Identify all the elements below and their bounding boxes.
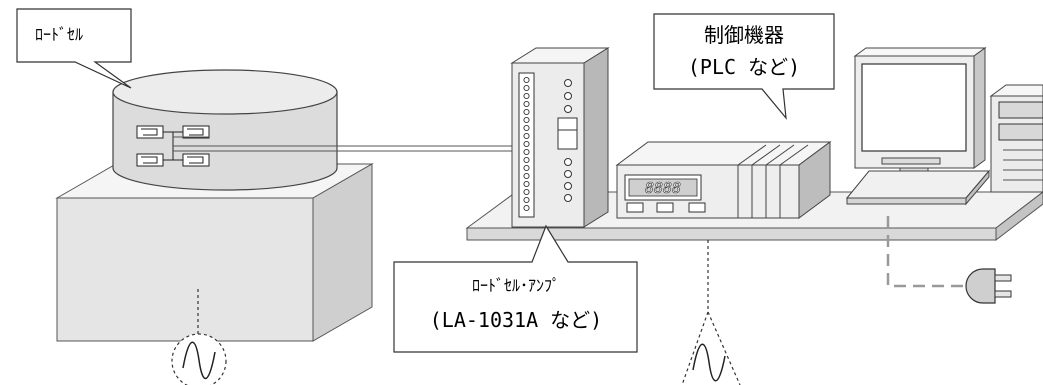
callout-controller-line2: (PLC など) [688,55,800,79]
terminal-hole [523,180,530,188]
loadcell-amplifier [510,47,610,228]
keyboard [845,169,991,206]
controller-keys [626,202,706,213]
callout-controller-line1: 制御機器 [704,23,784,47]
status-leds [564,79,572,202]
strain-gauge-icon [136,125,210,167]
callout-amplifier: ﾛｰﾄﾞｾﾙ･ｱﾝﾌﾟ (LA-1031A など) [393,224,638,353]
terminal-hole [523,172,530,180]
ac-source-icon [171,333,227,385]
ac-source-icon [692,343,726,382]
terminal-hole [523,124,530,132]
terminal-hole [523,92,530,100]
terminal-hole [523,116,530,124]
pc-tower [989,84,1043,193]
terminal-hole [523,100,530,108]
terminal-hole [523,84,530,92]
display-readout: 8888 [645,179,681,197]
loadcell-cylinder [112,69,338,191]
terminal-hole [523,196,530,204]
callout-controller: 制御機器 (PLC など) [653,13,835,120]
callout-loadcell: ﾛｰﾄﾞｾﾙ [16,8,132,89]
terminal-hole [523,204,530,212]
signal-cable [173,136,514,152]
power-cord [886,216,978,288]
drive-bay [998,123,1043,141]
terminal-hole [523,132,530,140]
callout-amplifier-line2: (LA-1031A など) [430,308,602,332]
terminal-hole [523,156,530,164]
terminal-hole [523,108,530,116]
controller-plc: 8888 [615,141,832,219]
monitor-screen [861,63,967,152]
terminal-hole [523,140,530,148]
callout-amplifier-line1: ﾛｰﾄﾞｾﾙ･ｱﾝﾌﾟ [472,276,560,295]
terminal-hole [523,164,530,172]
terminal-hole [523,76,530,84]
power-plug-icon [965,268,1012,304]
base-block [55,163,374,342]
amp-button-lower [557,129,578,150]
ground-line-center [681,240,741,385]
callout-loadcell-text: ﾛｰﾄﾞｾﾙ [35,25,83,44]
terminal-strip [523,76,530,212]
pc-monitor [853,47,987,177]
drive-bay [998,101,1043,119]
seven-segment-display [628,178,698,197]
terminal-hole [523,148,530,156]
terminal-hole [523,188,530,196]
